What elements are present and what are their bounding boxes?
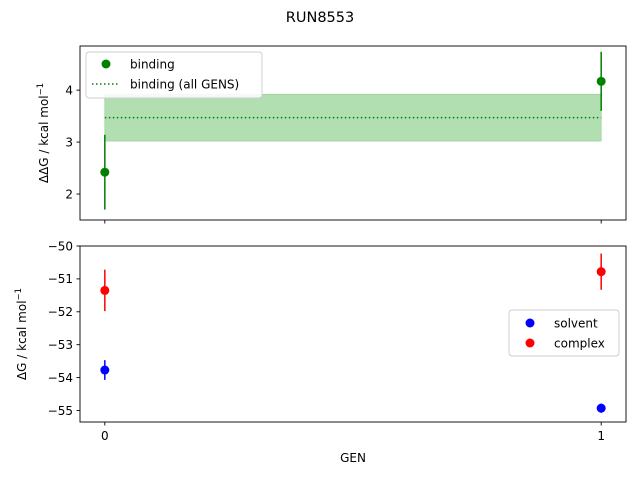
y-tick-label: −50 bbox=[48, 239, 73, 253]
y-tick-label: 3 bbox=[65, 135, 73, 149]
point-binding bbox=[100, 167, 110, 177]
bottom-plot-area bbox=[100, 253, 606, 413]
x-axis-label: GEN bbox=[340, 451, 366, 465]
legend-marker-binding bbox=[101, 59, 111, 69]
point-complex bbox=[596, 267, 606, 277]
y-tick-label: 2 bbox=[65, 187, 73, 201]
x-tick-label: 1 bbox=[597, 429, 605, 443]
legend-marker-solvent bbox=[525, 318, 535, 328]
bottom-y-ticks: −55 −54 −53 −52 −51 −50 bbox=[48, 239, 80, 418]
y-tick-label: −53 bbox=[48, 338, 73, 352]
point-complex bbox=[100, 285, 110, 295]
legend-marker-complex bbox=[525, 338, 535, 348]
y-tick-label: −55 bbox=[48, 404, 73, 418]
x-tick-label: 0 bbox=[101, 429, 109, 443]
top-legend: binding binding (all GENS) bbox=[85, 51, 263, 99]
top-x-ticks bbox=[104, 220, 602, 224]
top-panel: 2 3 4 ΔΔG / kcal mol−1 binding binding (al… bbox=[36, 45, 627, 224]
bottom-legend: solvent complex bbox=[508, 309, 620, 357]
y-tick-label: −52 bbox=[48, 305, 73, 319]
top-plot-area bbox=[100, 51, 606, 210]
top-legend-box bbox=[85, 51, 263, 99]
point-binding bbox=[596, 76, 606, 86]
top-axes-frame bbox=[79, 45, 627, 221]
y-tick-label: −54 bbox=[48, 371, 73, 385]
legend-label-binding-all-gens: binding (all GENS) bbox=[130, 78, 239, 92]
legend-label-complex: complex bbox=[554, 337, 605, 351]
top-y-axis-label: ΔΔG / kcal mol−1 bbox=[36, 83, 51, 183]
y-tick-label: −51 bbox=[48, 272, 73, 286]
point-solvent bbox=[596, 403, 606, 413]
legend-label-binding: binding bbox=[130, 58, 175, 72]
figure-suptitle: RUN8553 bbox=[286, 10, 354, 26]
bottom-y-axis-label: ΔG / kcal mol−1 bbox=[14, 288, 29, 380]
bottom-legend-box bbox=[508, 309, 620, 357]
bottom-axes-frame bbox=[79, 245, 627, 423]
point-solvent bbox=[100, 365, 110, 375]
y-tick-label: 4 bbox=[65, 83, 73, 97]
top-y-ticks: 2 3 4 bbox=[65, 83, 80, 201]
legend-label-solvent: solvent bbox=[554, 317, 598, 331]
